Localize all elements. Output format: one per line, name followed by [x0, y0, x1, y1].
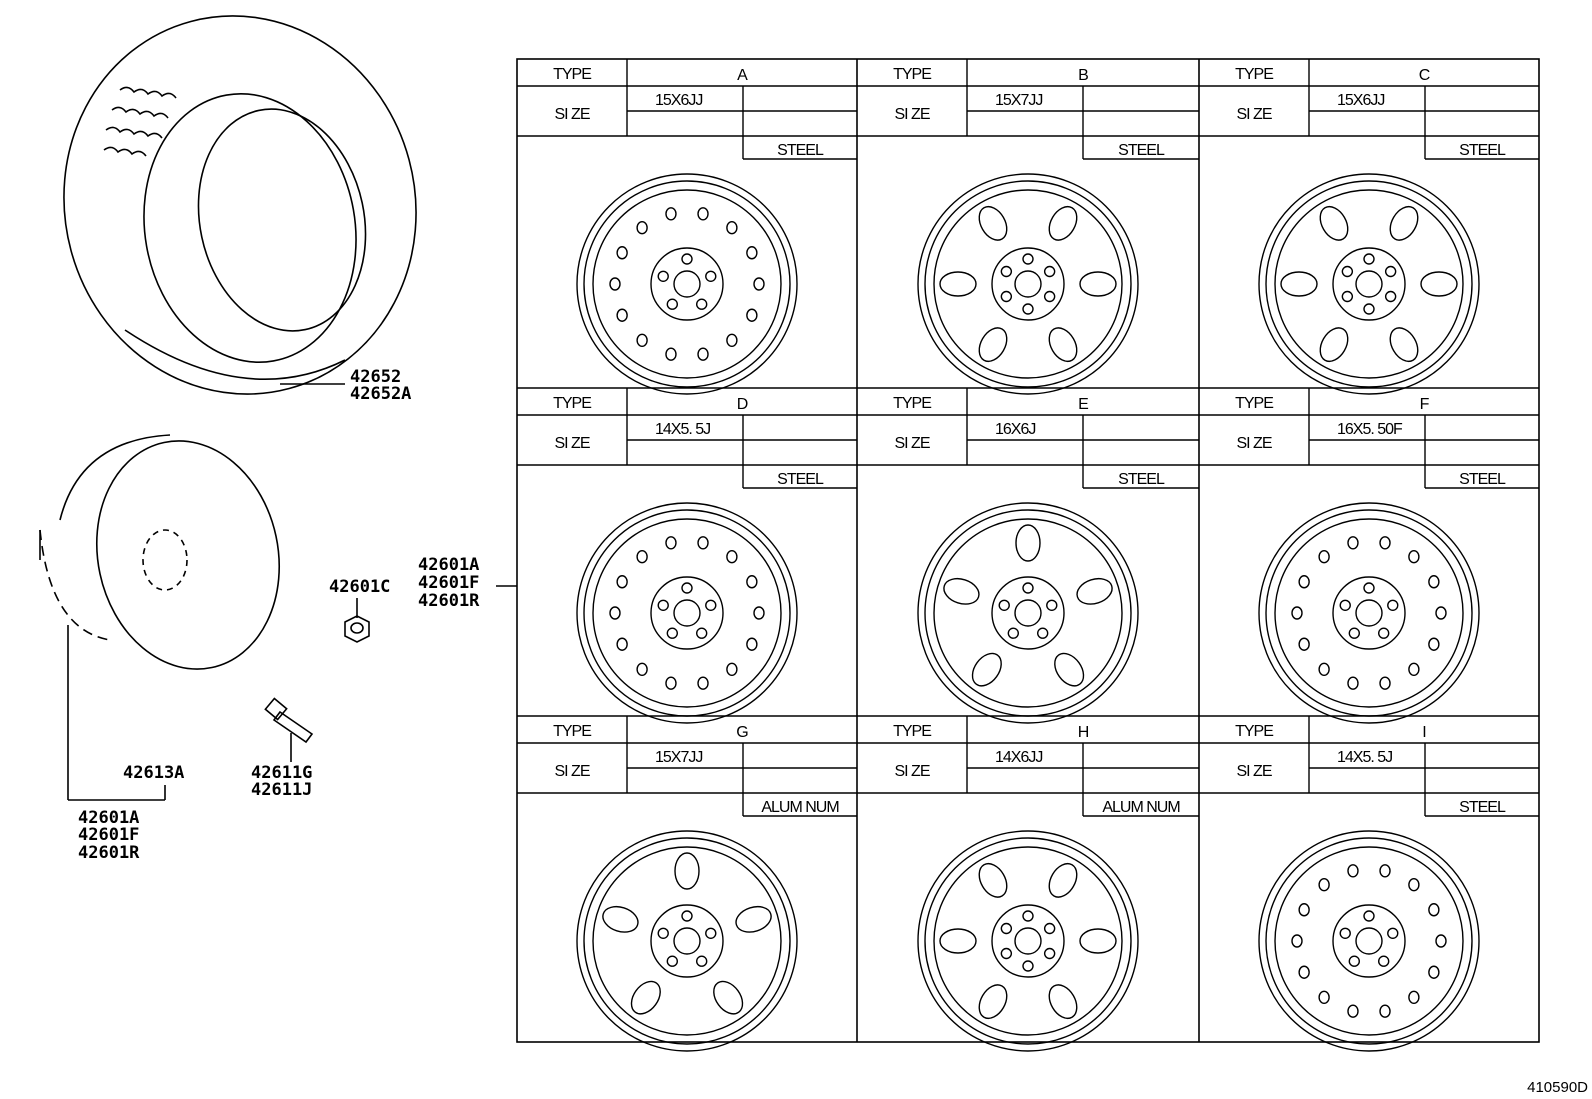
wheel-steel-6-window-drawing: [917, 173, 1139, 395]
type-label: TYPE: [893, 723, 931, 740]
wheel-type-cell-h[interactable]: TYPE H SI ZE 14X6JJ ALUM NUM: [857, 716, 1199, 1052]
size-value: 16X6J: [995, 421, 1035, 438]
type-value: F: [1420, 396, 1430, 413]
type-label: TYPE: [1235, 66, 1273, 83]
wheel-steel-holes-drawing: [576, 173, 798, 395]
size-label: SI ZE: [894, 435, 929, 452]
wheel-steel-holes-star-drawing: [1258, 830, 1480, 1052]
wheel-alloy-6-window-drawing: [917, 830, 1139, 1052]
type-label: TYPE: [553, 66, 591, 83]
size-value: 15X7JJ: [655, 749, 702, 766]
size-label: SI ZE: [554, 106, 589, 123]
material-value: ALUM NUM: [1102, 799, 1180, 816]
type-value: B: [1078, 67, 1088, 84]
size-label: SI ZE: [1236, 763, 1271, 780]
material-value: STEEL: [1459, 471, 1506, 488]
type-value: I: [1422, 724, 1425, 741]
cover-part-number: 42613A: [123, 763, 184, 783]
hub-nut-part-number: 42601C: [329, 577, 390, 597]
size-label: SI ZE: [554, 763, 589, 780]
valve-drawing[interactable]: [264, 697, 314, 762]
size-label: SI ZE: [894, 763, 929, 780]
type-value: E: [1078, 396, 1088, 413]
type-value: H: [1078, 724, 1089, 741]
size-value: 16X5. 50F: [1337, 421, 1403, 438]
wheel-type-cell-g[interactable]: TYPE G SI ZE 15X7JJ ALUM NUM: [517, 716, 857, 1052]
wheel-part-number-1: 42601A: [418, 555, 479, 575]
size-value: 14X5. 5J: [1337, 749, 1392, 766]
wheel-type-cell-f[interactable]: TYPE F SI ZE 16X5. 50F STEEL: [1199, 388, 1539, 724]
type-label: TYPE: [553, 395, 591, 412]
size-value: 15X6JJ: [655, 92, 702, 109]
valve-part-number-2: 42611J: [251, 780, 312, 800]
size-label: SI ZE: [1236, 106, 1271, 123]
material-value: STEEL: [1459, 142, 1506, 159]
wheel-steel-holes-slots-drawing: [576, 502, 798, 724]
size-label: SI ZE: [1236, 435, 1271, 452]
material-value: STEEL: [1118, 471, 1165, 488]
tire-drawing[interactable]: [22, 0, 458, 434]
material-value: STEEL: [777, 471, 824, 488]
tire-part-number-1: 42652: [350, 367, 401, 387]
wheel-type-cell-c[interactable]: TYPE C SI ZE 15X6JJ STEEL: [1199, 59, 1539, 395]
wheel-steel-rings-drawing: [1258, 502, 1480, 724]
wheel-alloy-5-window-drawing: [576, 830, 798, 1052]
type-label: TYPE: [893, 395, 931, 412]
diagram-id: 410590D: [1527, 1079, 1588, 1096]
wheel-steel-5-swirl-drawing: [917, 502, 1139, 724]
material-value: ALUM NUM: [761, 799, 839, 816]
wheel-type-cell-b[interactable]: TYPE B SI ZE 15X7JJ STEEL: [857, 59, 1199, 395]
size-label: SI ZE: [554, 435, 589, 452]
wheel-type-cell-i[interactable]: TYPE I SI ZE 14X5. 5J STEEL: [1199, 716, 1539, 1052]
type-value: A: [737, 67, 748, 84]
wheel-steel-6-spoke-drawing: [1258, 173, 1480, 395]
spare-wheel-part-number-2: 42601F: [78, 825, 139, 845]
spare-wheel-drawing[interactable]: [39, 424, 300, 801]
wheel-type-cell-a[interactable]: TYPE A SI ZE 15X6JJ STEEL: [517, 59, 857, 395]
size-value: 15X6JJ: [1337, 92, 1384, 109]
wheel-part-number-3: 42601R: [418, 591, 480, 611]
hub-nut-drawing[interactable]: [344, 598, 370, 643]
type-label: TYPE: [553, 723, 591, 740]
wheel-type-cell-d[interactable]: TYPE D SI ZE 14X5. 5J STEEL: [517, 388, 857, 724]
size-value: 14X6JJ: [995, 749, 1042, 766]
type-label: TYPE: [1235, 395, 1273, 412]
spare-wheel-part-number-1: 42601A: [78, 808, 139, 828]
material-value: STEEL: [1118, 142, 1165, 159]
wheel-type-cell-e[interactable]: TYPE E SI ZE 16X6J STEEL: [857, 388, 1199, 724]
size-value: 15X7JJ: [995, 92, 1042, 109]
valve-part-number-1: 42611G: [251, 763, 312, 783]
type-label: TYPE: [1235, 723, 1273, 740]
type-value: C: [1419, 67, 1430, 84]
wheel-type-table-frame: [516, 58, 1540, 1043]
spare-wheel-part-number-3: 42601R: [78, 843, 140, 863]
tire-part-number-2: 42652A: [350, 384, 411, 404]
wheel-part-number-2: 42601F: [418, 573, 479, 593]
size-value: 14X5. 5J: [655, 421, 710, 438]
type-value: G: [736, 724, 748, 741]
size-label: SI ZE: [894, 106, 929, 123]
material-value: STEEL: [1459, 799, 1506, 816]
type-label: TYPE: [893, 66, 931, 83]
type-value: D: [737, 396, 748, 413]
material-value: STEEL: [777, 142, 824, 159]
